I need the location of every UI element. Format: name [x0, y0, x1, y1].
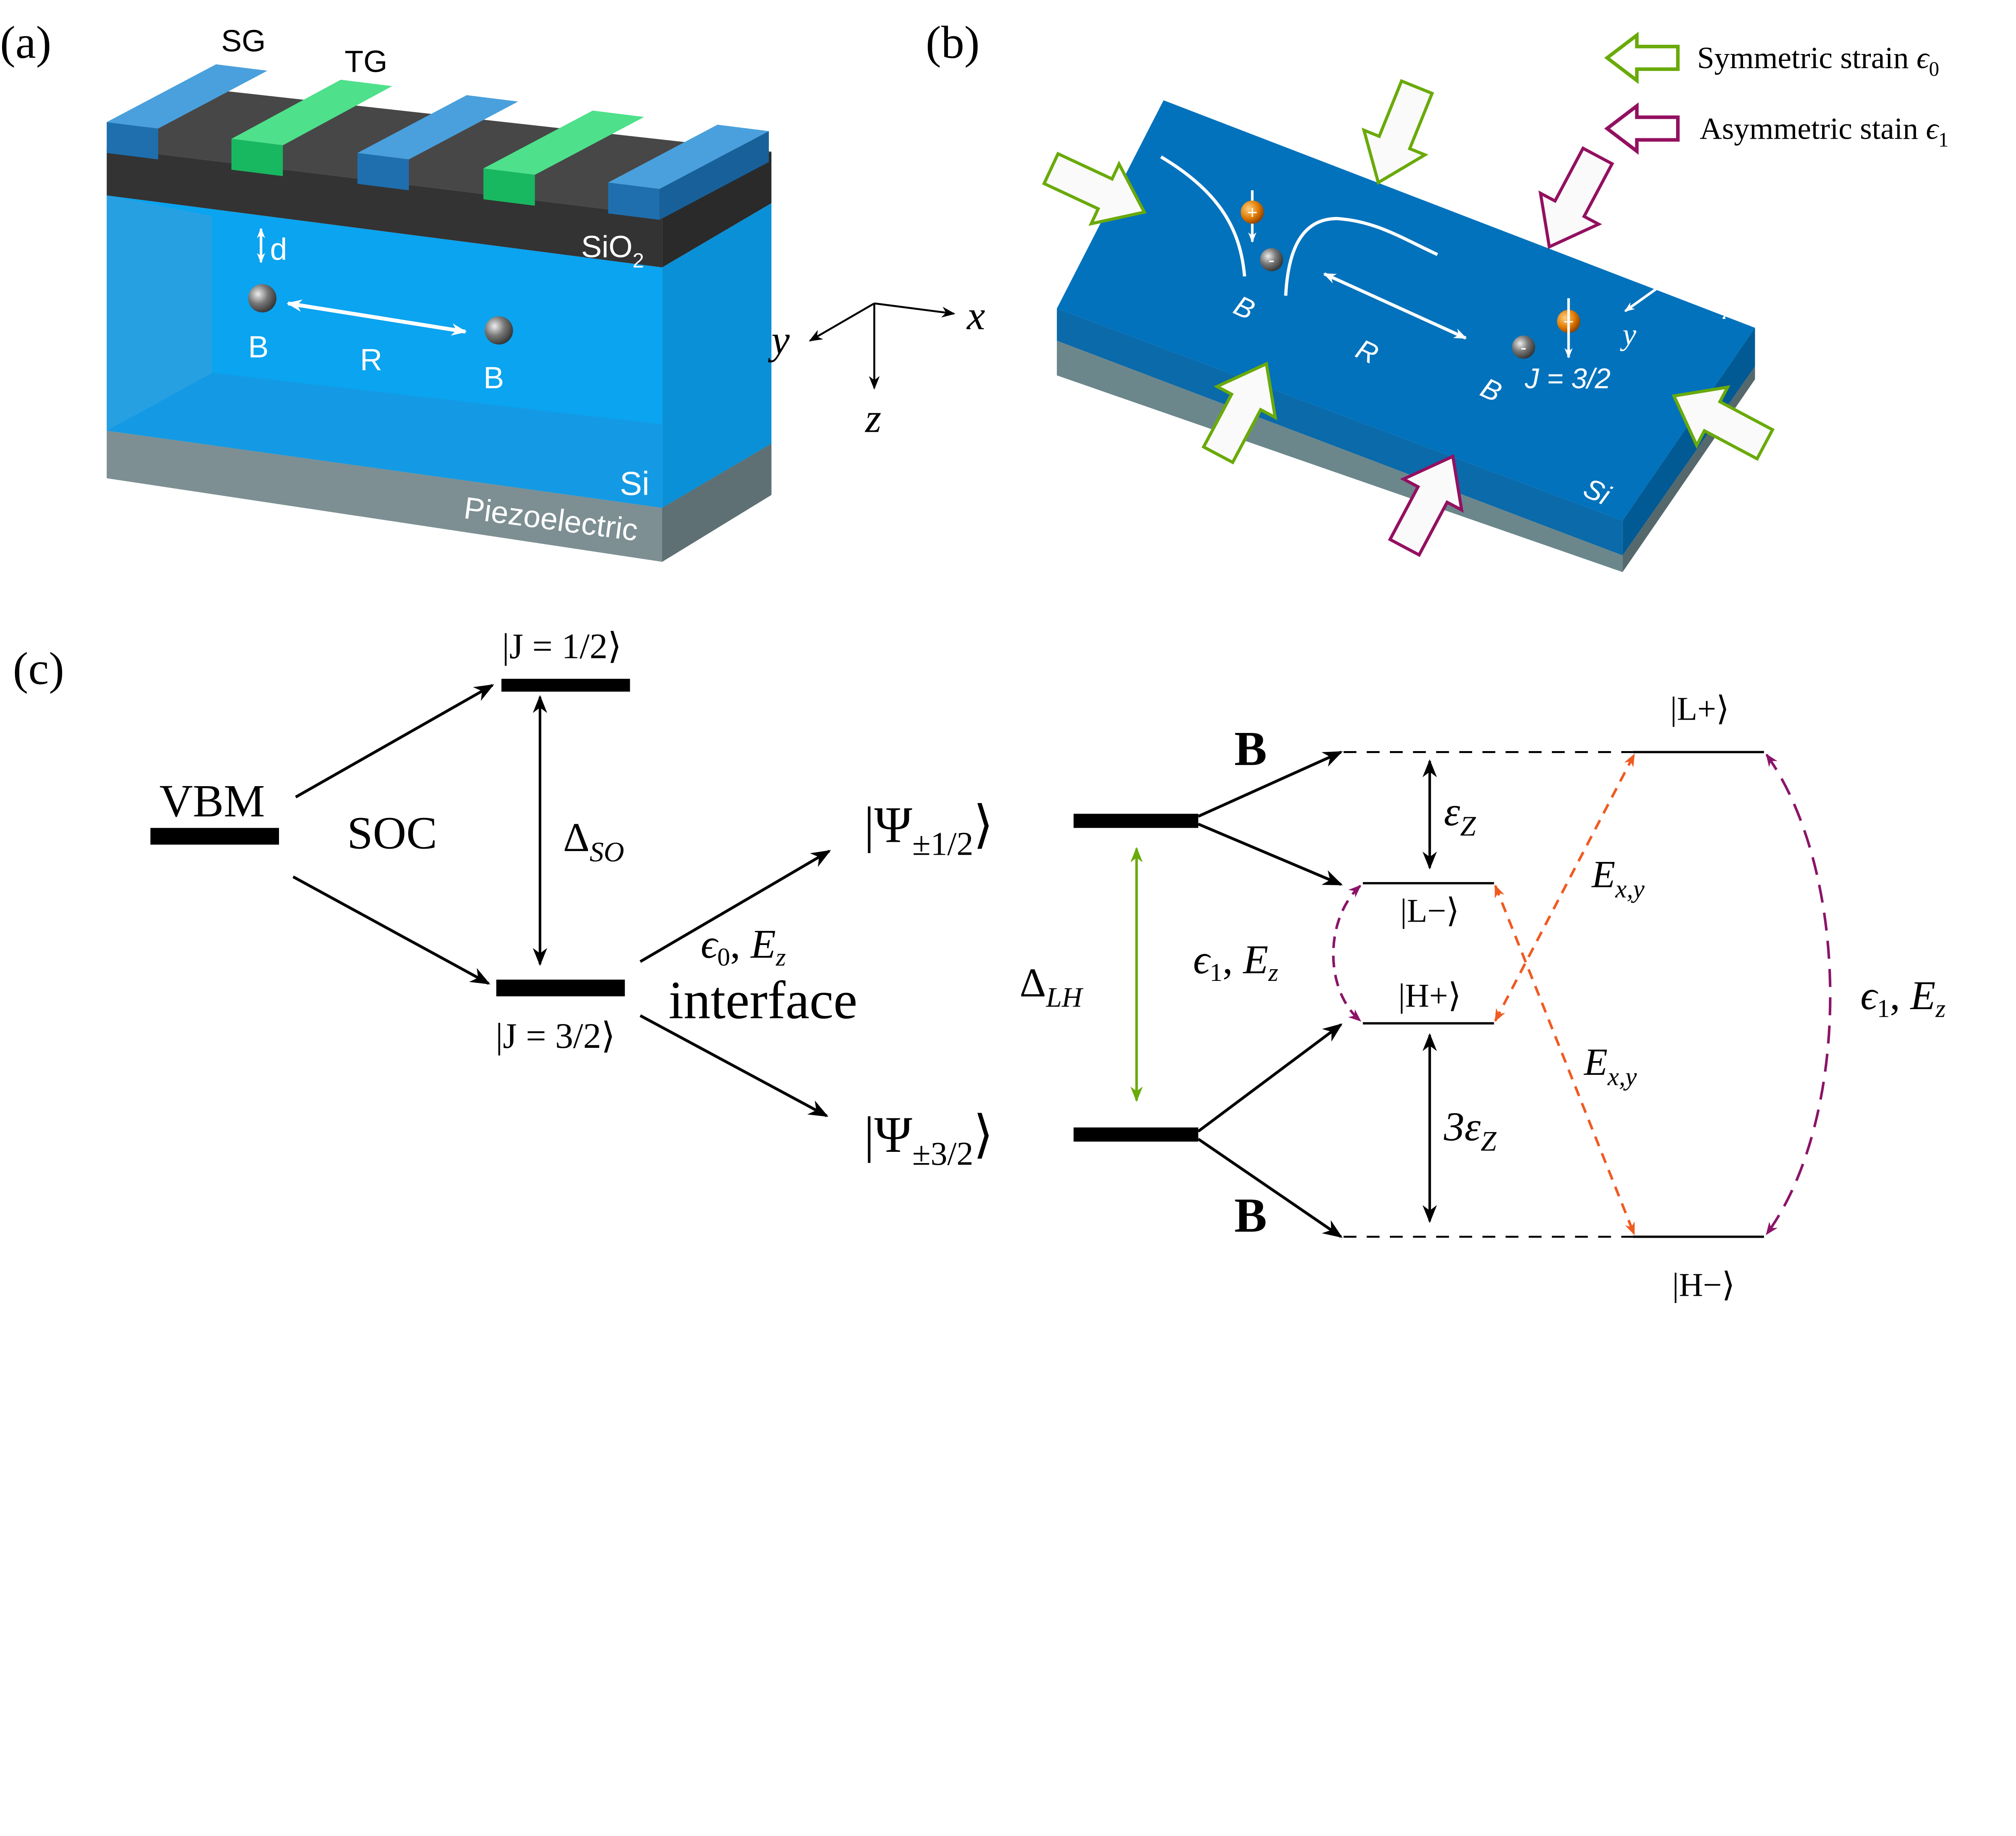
oxide-side	[662, 152, 772, 268]
exy-bottom-label: Ex,y	[1583, 1041, 1637, 1091]
gate-sg-2	[357, 95, 519, 190]
j-three-half-label: |J = 3/2⟩	[496, 1016, 615, 1056]
oxide-layer	[106, 148, 662, 268]
gate-sg-3	[608, 125, 769, 220]
vbm-level	[150, 828, 279, 845]
y-axis-label: y	[768, 317, 790, 363]
boron-right-label: B	[483, 361, 504, 395]
plus-icon: +	[1247, 203, 1258, 223]
h-minus-label: |H−⟩	[1672, 1266, 1735, 1303]
separation-arrow-b	[1323, 272, 1467, 340]
psi-half-label: |Ψ±1/2⟩	[864, 796, 993, 862]
wavefunction-curve-left	[1160, 155, 1246, 277]
y-axis-arrow	[809, 302, 875, 342]
soc-arrow-down	[292, 875, 491, 985]
inner-strain-coupling	[1332, 885, 1362, 1022]
psi-three-half-label: |Ψ±3/2⟩	[864, 1106, 993, 1172]
gate-sg-1	[106, 64, 268, 160]
h-plus-label: |H+⟩	[1398, 977, 1461, 1014]
distance-label: d	[270, 232, 287, 266]
axes-b	[1624, 284, 1711, 312]
boron-atom-left	[248, 284, 277, 312]
panel-c-label: (c)	[13, 643, 64, 694]
coupling-inner-label: ϵ1, Ez	[1193, 937, 1278, 987]
plus-icon: +	[1563, 312, 1574, 332]
gate-tg-2	[483, 110, 644, 206]
x-axis-arrow	[874, 302, 956, 318]
boron-atom-right	[485, 316, 513, 345]
zeeman-label: εZ	[1444, 789, 1476, 842]
strain-field-label: ϵ0, Ez	[701, 922, 786, 971]
soc-label: SOC	[347, 808, 437, 859]
oxide-label: SiO2	[581, 230, 644, 272]
b-field-top-label: B	[1234, 722, 1267, 776]
gate-tg-1	[231, 79, 392, 176]
panel-b: (b) Symmetric strain ϵ0 Asymmetric stain…	[926, 17, 1949, 572]
panel-b-label: (b)	[926, 17, 980, 68]
si-depth-shade	[106, 195, 212, 431]
interface-label: interface	[669, 970, 857, 1030]
l-minus-label: |L−⟩	[1400, 892, 1459, 929]
legend-item-symmetric: Symmetric strain ϵ0	[1607, 35, 1939, 81]
zeeman-arrow-h-plus	[1197, 1023, 1343, 1132]
purple-arrow-icon	[1607, 106, 1678, 151]
slab-base	[1057, 341, 1623, 572]
tg-label: TG	[345, 45, 387, 79]
piezo-side	[662, 443, 772, 562]
legend-item-asymmetric: Asymmetric stain ϵ1	[1607, 106, 1949, 152]
separation-label: R	[360, 343, 382, 377]
zeeman-arrow-l-minus	[1198, 822, 1343, 886]
soc-arrow-up	[295, 684, 494, 799]
slab-front	[1057, 308, 1623, 556]
x-axis-label-b: x	[1722, 291, 1737, 326]
vbm-label: VBM	[159, 775, 265, 826]
axes-a: x y z	[768, 293, 985, 441]
panel-a: (a) SG TG SiO2 d B R B Si Piezoelectric …	[0, 17, 985, 562]
figure: (a) SG TG SiO2 d B R B Si Piezoelectric …	[0, 17, 1949, 1303]
spin-label: J = 3/2	[1524, 362, 1611, 394]
legend-symmetric-label: Symmetric strain ϵ0	[1697, 41, 1939, 81]
si-label: Si	[620, 465, 650, 502]
separation-arrow	[286, 299, 467, 336]
delta-lh-label: ΔLH	[1020, 960, 1084, 1013]
x-axis-label: x	[966, 293, 985, 338]
z-axis-label: z	[864, 396, 881, 441]
psi-three-half-level	[1073, 1127, 1198, 1142]
exy-top-label: Ex,y	[1591, 853, 1645, 903]
zeeman-arrow-h-minus	[1197, 1138, 1343, 1238]
j-three-half-level	[496, 979, 625, 997]
zeeman-arrow-l-plus	[1198, 751, 1343, 818]
minus-icon: -	[1520, 338, 1527, 358]
slab-side	[1622, 328, 1755, 556]
b-field-bottom-label: B	[1234, 1189, 1267, 1243]
legend-asymmetric-label: Asymmetric stain ϵ1	[1700, 111, 1949, 151]
minus-icon: -	[1268, 250, 1275, 270]
outer-strain-coupling	[1765, 754, 1832, 1235]
panel-a-label: (a)	[0, 17, 51, 68]
wavefunction-curve-right	[1284, 217, 1438, 296]
piezo-layer	[106, 431, 772, 562]
si-floor-shade	[106, 373, 662, 508]
psi-half-level	[1073, 814, 1198, 828]
splitting-arrow-up	[639, 849, 831, 963]
strain-arrow-symmetric-top	[1348, 75, 1447, 195]
j-half-label: |J = 1/2⟩	[502, 627, 621, 666]
boron-ion-right	[1512, 335, 1535, 359]
panel-c: (c) VBM |J = 1/2⟩ |J = 3/2⟩ SOC ΔSO |Ψ±1…	[13, 627, 1945, 1303]
splitting-arrow-down	[639, 1014, 829, 1117]
field-coupling-l-minus-h-minus	[1494, 885, 1635, 1236]
j-half-level	[501, 679, 630, 692]
boron-left-label: B	[248, 330, 269, 364]
si-side	[662, 203, 772, 508]
coupling-outer-label: ϵ1, Ez	[1860, 973, 1945, 1022]
y-axis-label-b: y	[1620, 317, 1636, 352]
green-arrow-icon	[1607, 35, 1678, 80]
boron-ion-left	[1260, 248, 1283, 271]
l-plus-label: |L+⟩	[1670, 690, 1729, 727]
hole-left	[1241, 200, 1264, 224]
sg-label: SG	[221, 24, 266, 58]
legend: Symmetric strain ϵ0 Asymmetric stain ϵ1	[1607, 35, 1949, 151]
zeeman3-label: 3εZ	[1443, 1104, 1497, 1157]
delta-so-label: ΔSO	[563, 815, 624, 868]
